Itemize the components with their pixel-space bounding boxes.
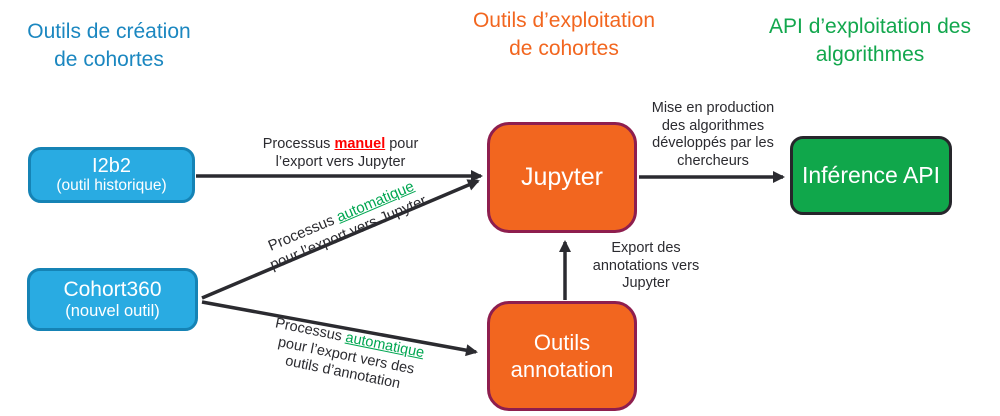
edge-label-line: Processus manuel pour — [262, 136, 419, 152]
node-jupyter: Jupyter — [487, 122, 637, 233]
edge-label-annotation-export: Export des annotations vers Jupyter — [580, 240, 712, 293]
node-title: Jupyter — [521, 163, 603, 192]
node-title-line: annotation — [510, 357, 614, 382]
node-title: I2b2 — [92, 155, 131, 178]
column-header-exploitation: Outils d’exploitation de cohortes — [438, 7, 690, 62]
arrow-cohort360-to-annotation — [201, 300, 478, 357]
header-line: API d’exploitation des — [769, 15, 971, 38]
edge-label-production: Mise en production des algorithmes dével… — [633, 100, 793, 171]
node-cohort360: Cohort360 (nouvel outil) — [27, 268, 198, 331]
edge-label-line: Export des — [611, 240, 681, 256]
node-subtitle: (outil historique) — [56, 177, 167, 195]
node-outils-annotation: Outils annotation — [487, 301, 637, 411]
edge-label-line: des algorithmes — [661, 117, 765, 134]
header-line: Outils d’exploitation — [472, 9, 656, 32]
column-header-creation: Outils de création de cohortes — [8, 18, 210, 73]
edge-label-line: Mise en production — [651, 100, 775, 116]
header-line: de cohortes — [509, 36, 619, 60]
node-title-line: Outils — [533, 329, 591, 355]
edge-label-line: chercheurs — [677, 153, 749, 170]
edge-label-manual-export: Processus manuel pour l’export vers Jupy… — [238, 136, 443, 171]
header-line: Outils de création — [27, 20, 191, 43]
edge-label-line: annotations vers — [592, 257, 700, 274]
header-line: de cohortes — [54, 47, 164, 71]
node-i2b2: I2b2 (outil historique) — [28, 147, 195, 203]
keyword-manuel: manuel — [334, 136, 386, 152]
header-line: algorithmes — [815, 42, 925, 66]
column-header-api: API d’exploitation des algorithmes — [750, 13, 990, 68]
arrow-cohort360-to-jupyter — [201, 179, 480, 300]
node-title: Inférence API — [801, 162, 941, 188]
node-inference-api: Inférence API — [790, 136, 952, 215]
edge-label-line: l’export vers Jupyter — [275, 153, 406, 170]
edge-label-line: développés par les — [652, 135, 774, 152]
node-subtitle: (nouvel outil) — [65, 302, 160, 321]
node-title: Cohort360 — [63, 277, 162, 301]
edge-label-line: Jupyter — [622, 275, 670, 292]
